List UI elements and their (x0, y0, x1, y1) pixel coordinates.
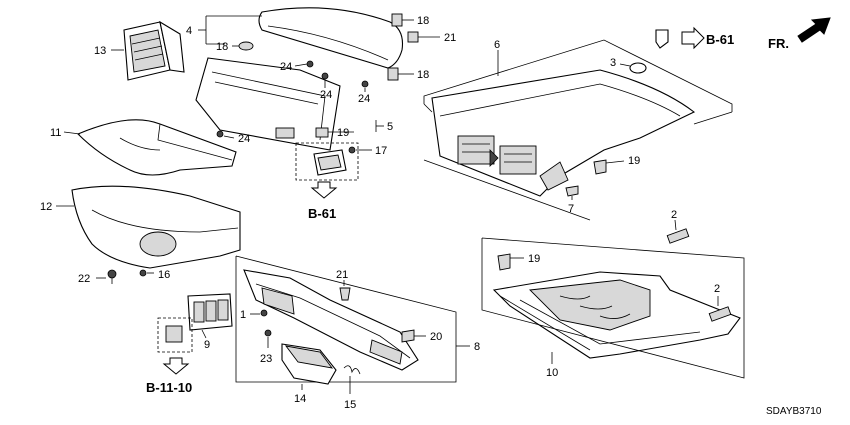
callout-12: 12 (40, 201, 52, 213)
part-under-cover (492, 271, 741, 359)
part-switch-small (165, 325, 183, 343)
part-screw-22 (107, 269, 117, 279)
part-column-cover-lower (71, 185, 241, 269)
part-clip-19-center (315, 127, 329, 138)
part-meter-panel (195, 57, 341, 151)
part-switch-panel (187, 293, 233, 331)
callout-18-top: 18 (417, 15, 429, 27)
callout-16: 16 (158, 269, 170, 281)
callout-3: 3 (610, 57, 616, 69)
callout-19-lower: 19 (528, 253, 540, 265)
part-clip-19-right (593, 159, 607, 175)
ref-arrow-bottom-left-icon (162, 357, 190, 375)
callout-19-right: 19 (628, 155, 640, 167)
front-arrow-icon (797, 17, 831, 43)
part-pin-2-upper (666, 228, 690, 244)
callout-11: 11 (50, 127, 61, 139)
sub-assembly-box-left (157, 317, 193, 353)
callout-24-d: 24 (238, 133, 250, 145)
part-screw-16 (139, 269, 147, 277)
part-screw-24-a (306, 60, 314, 68)
part-switch-unit (313, 149, 347, 176)
callout-2-lower: 2 (714, 283, 720, 295)
callout-19-center: 19 (337, 127, 349, 139)
callout-7: 7 (568, 203, 574, 215)
part-pin-2-lower (708, 306, 732, 322)
callout-17: 17 (375, 145, 387, 157)
callout-24-a: 24 (280, 61, 292, 73)
callout-18-right: 18 (417, 69, 429, 81)
part-spring-15 (343, 365, 361, 375)
frame-6 (423, 39, 733, 112)
callout-4: 4 (186, 25, 192, 37)
diagram-code: SDAYB3710 (766, 406, 822, 417)
callout-15: 15 (344, 399, 356, 411)
callout-20: 20 (430, 331, 442, 343)
part-clip-21-top (407, 31, 419, 43)
callout-8: 8 (474, 341, 480, 353)
part-column-cover-upper (77, 119, 237, 176)
part-clip-21-lower (339, 287, 351, 301)
part-clip-18-right (387, 67, 399, 81)
part-screw-24-d (216, 130, 224, 138)
front-direction-arrow: FR. (768, 17, 831, 51)
ref-arrow-center-icon (310, 181, 338, 199)
part-screw-17 (348, 146, 356, 154)
part-coin-pocket (281, 343, 337, 385)
callout-21-lower: 21 (336, 269, 348, 281)
callout-5: 5 (387, 121, 393, 133)
callout-18-left: 18 (216, 41, 228, 53)
part-side-vent (123, 20, 185, 81)
ref-bottom-left: B-11-10 (146, 380, 192, 395)
callout-2-upper: 2 (671, 209, 677, 221)
callout-21-top: 21 (444, 32, 456, 44)
callout-22: 22 (78, 273, 90, 285)
callout-24-b: 24 (320, 89, 332, 101)
part-clip-7 (565, 185, 579, 197)
part-pin-1 (260, 309, 268, 317)
sub-assembly-box (295, 142, 359, 181)
part-screw-23 (264, 329, 272, 337)
part-dashboard-upper (431, 69, 696, 197)
callout-1: 1 (240, 309, 246, 321)
front-direction-label: FR. (768, 36, 789, 51)
part-clip-18-left (238, 41, 254, 51)
callout-24-c: 24 (358, 93, 370, 105)
part-screw-24-b (321, 72, 329, 80)
ref-arrow-top-right-icon (681, 26, 705, 50)
part-screw-24-c (361, 80, 369, 88)
callout-9: 9 (204, 339, 210, 351)
part-clip-18-top (391, 13, 403, 27)
callout-23: 23 (260, 353, 272, 365)
part-sensor-top (655, 29, 669, 49)
ref-center: B-61 (308, 206, 336, 221)
part-cap-3 (629, 62, 647, 74)
frame-10 (481, 237, 745, 379)
part-lower-panel (243, 269, 419, 371)
part-clip-20 (401, 329, 415, 343)
callout-10: 10 (546, 367, 558, 379)
ref-top-right: B-61 (706, 32, 734, 47)
frame-8 (235, 255, 457, 383)
part-clip-19-lower (497, 253, 511, 271)
callout-13: 13 (94, 45, 106, 57)
part-meter-visor (258, 7, 404, 69)
callout-6: 6 (494, 39, 500, 51)
callout-14: 14 (294, 393, 306, 405)
